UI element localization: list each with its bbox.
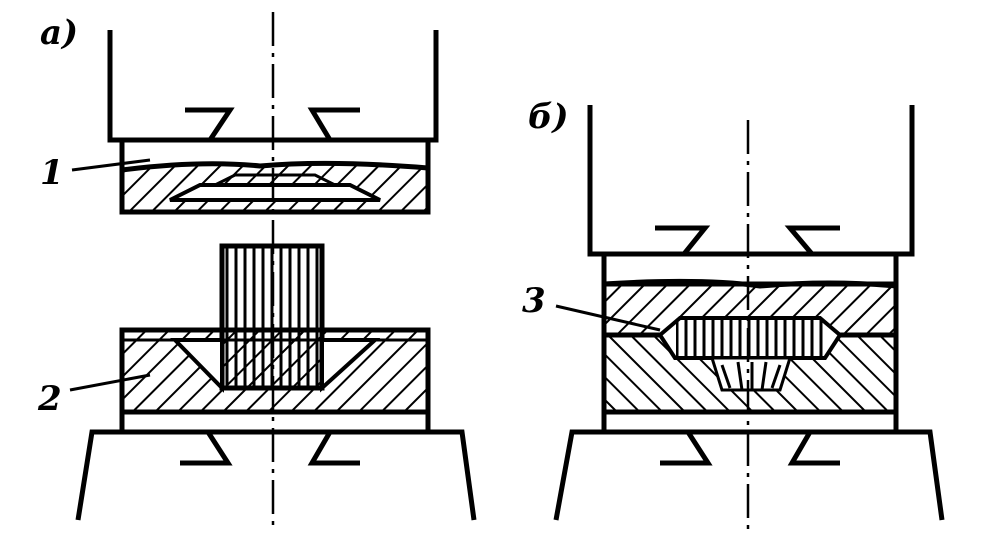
callout-line-3 [555,304,661,332]
lower-dovetail-b [660,429,840,466]
panel-label-b: б) [528,97,569,137]
lower-die-block-a [119,327,431,415]
panel-b: 3 б) [522,97,945,530]
callout-line-2 [69,373,151,392]
lower-holder-b [553,412,607,521]
upper-die-cavity-a [169,183,381,202]
callout-label-3: 3 [522,281,546,321]
upper-ram-b [587,105,915,257]
lower-holder-a [75,412,125,521]
panel-label-a: а) [40,13,78,53]
panel-a: 1 2 а) [37,12,477,530]
callout-line-1 [71,158,151,172]
callout-label-2: 2 [37,379,62,419]
lower-dovetail-a [180,429,360,466]
callout-label-1: 1 [40,153,64,193]
